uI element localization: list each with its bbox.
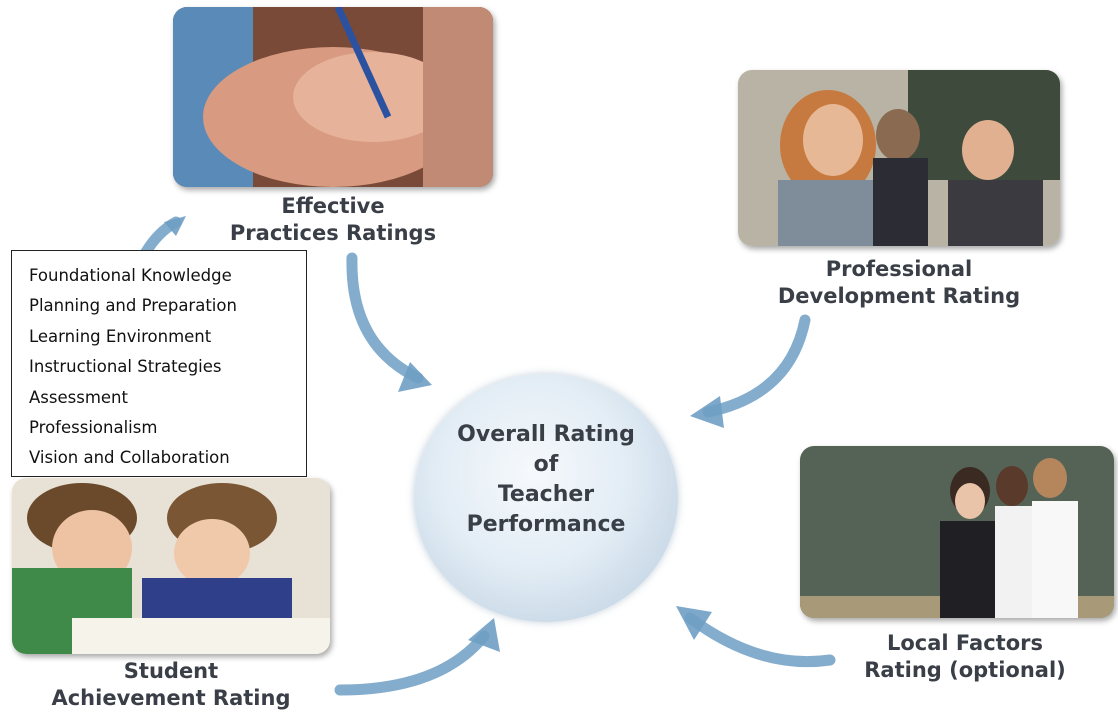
arrowhead-1 (398, 362, 432, 392)
domain-item: Vision and Collaboration (29, 448, 230, 468)
arrowhead-4 (468, 618, 500, 652)
arrow-practices-to-overall (346, 252, 424, 384)
overall-rating-text: Overall Rating of Teacher Performance (457, 422, 635, 537)
domain-item: Assessment (29, 387, 128, 407)
photo-staff-chalkboard (800, 446, 1114, 618)
label-student-achievement: Student Achievement Rating (51, 659, 291, 710)
label-effective-practices: Effective Practices Ratings (229, 194, 437, 245)
photo-students-writing (12, 478, 330, 654)
domain-item: Planning and Preparation (29, 296, 237, 316)
photo-teachers-group (738, 70, 1060, 246)
domain-item: Foundational Knowledge (29, 266, 232, 285)
arrowhead-2 (690, 396, 724, 428)
arrow-achievement-to-overall (334, 630, 490, 696)
photo-writing-hand (173, 7, 493, 187)
domain-item: Instructional Strategies (29, 357, 222, 377)
label-local-factors: Local Factors Rating (optional) (864, 631, 1066, 682)
arrow-development-to-overall (702, 314, 811, 418)
arrowhead-3 (676, 606, 712, 640)
arrowhead-5 (164, 216, 186, 236)
domain-item: Professionalism (29, 417, 158, 437)
domain-item: Learning Environment (29, 326, 212, 346)
effective-practices-domain-list: Foundational Knowledge Planning and Prep… (11, 250, 307, 477)
label-professional-development: Professional Development Rating (777, 257, 1021, 308)
arrow-local-to-overall (684, 612, 836, 668)
overall-rating-circle: Overall Rating of Teacher Performance (414, 374, 678, 622)
